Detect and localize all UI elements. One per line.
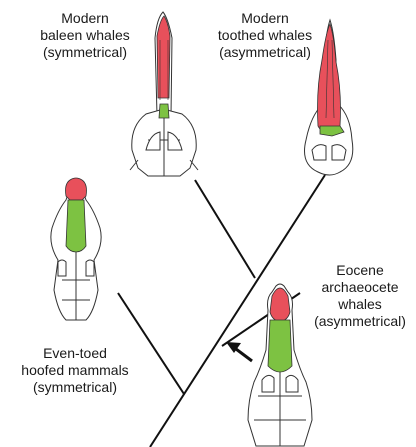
arrow-up-left-icon <box>226 342 252 361</box>
even-toed-mammal-skull <box>51 178 101 320</box>
toothed-whale-skull <box>305 20 353 175</box>
tree-branch-even-toed <box>118 293 184 394</box>
archaeocete-whale-skull <box>248 284 312 446</box>
tree-branch-baleen <box>195 180 255 278</box>
baleen-whale-skull <box>130 12 198 176</box>
